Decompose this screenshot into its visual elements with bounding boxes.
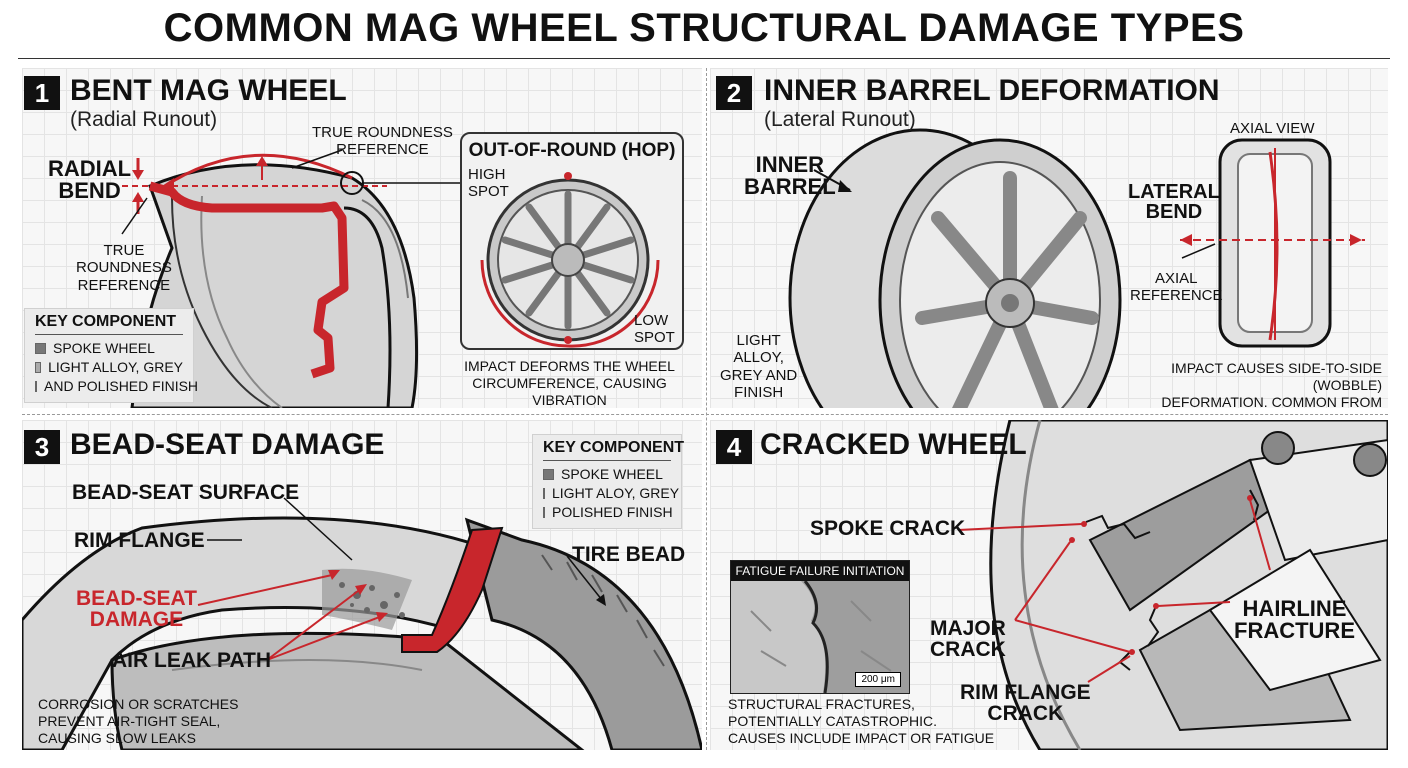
- bead-seat-illustration: [22, 497, 702, 750]
- panel-bent-mag-wheel: 1 BENT MAG WHEEL (Radial Runout) RADIAL …: [22, 68, 702, 408]
- inner-barrel-label: INNER BARREL: [744, 152, 836, 199]
- panel-number: 2: [716, 76, 752, 110]
- tire-bead-label: TIRE BEAD: [572, 543, 686, 566]
- panel-inner-barrel-deformation: 2 INNER BARREL DEFORMATION (Lateral Runo…: [710, 68, 1388, 408]
- legend-swatch: [543, 469, 554, 480]
- panel-title: BENT MAG WHEEL: [70, 74, 347, 107]
- panel-title: BEAD-SEAT DAMAGE: [70, 428, 385, 461]
- page-title: COMMON MAG WHEEL STRUCTURAL DAMAGE TYPES: [163, 6, 1245, 50]
- low-spot-label: LOW SPOT: [634, 312, 675, 347]
- panel-title: INNER BARREL DEFORMATION: [764, 74, 1220, 107]
- panel-number: 3: [24, 430, 60, 464]
- bead-seat-damage-label: BEAD-SEAT DAMAGE: [76, 587, 197, 631]
- fatigue-micrograph: FATIGUE FAILURE INITIATION 200 μm: [730, 560, 910, 694]
- axial-view-label: AXIAL VIEW: [1230, 120, 1315, 137]
- rim-flange-crack-label: RIM FLANGE CRACK: [960, 681, 1091, 725]
- vertical-divider: [706, 68, 707, 750]
- true-roundness-reference-label-left: TRUE ROUNDNESS REFERENCE: [76, 242, 172, 294]
- micrograph-title: FATIGUE FAILURE INITIATION: [735, 564, 905, 578]
- panel-number: 4: [716, 430, 752, 464]
- panel-subtitle: (Radial Runout): [70, 108, 218, 131]
- radial-bend-label: RADIAL BEND: [48, 156, 132, 203]
- barrel-wheel-illustration: [788, 128, 1365, 408]
- high-spot-label: HIGH SPOT: [468, 166, 509, 201]
- panel-caption: IMPACT CAUSES SIDE-TO-SIDE (WOBBLE) DEFO…: [1161, 360, 1382, 408]
- legend-item: LIGHT ALOY, GREY: [543, 484, 679, 503]
- legend-swatch: [35, 381, 37, 392]
- panel-title: CRACKED WHEEL: [760, 428, 1027, 461]
- lateral-bend-label: LATERAL BEND: [1128, 181, 1220, 223]
- legend-item: LIGHT ALLOY, GREY: [35, 358, 183, 377]
- panel-subtitle: (Lateral Runout): [764, 108, 916, 131]
- inset-title: OUT-OF-ROUND (HOP): [468, 140, 676, 161]
- panel-caption: CORROSION OR SCRATCHES PREVENT AIR-TIGHT…: [38, 696, 239, 746]
- horizontal-divider: [22, 414, 1388, 415]
- rim-flange-label: RIM FLANGE: [74, 529, 205, 552]
- legend-item: AND POLISHED FINISH: [35, 377, 198, 396]
- bead-seat-surface-label: BEAD-SEAT SURFACE: [72, 481, 300, 504]
- air-leak-path-label: AIR LEAK PATH: [112, 649, 272, 672]
- legend-swatch: [35, 343, 46, 354]
- panel-number: 1: [24, 76, 60, 110]
- major-crack-label: MAJOR CRACK: [930, 617, 1006, 661]
- legend-swatch: [35, 362, 42, 373]
- legend-item: SPOKE WHEEL: [543, 465, 671, 484]
- cracked-wheel-illustration: [957, 420, 1388, 750]
- legend-heading: KEY COMPONENT: [543, 439, 684, 461]
- legend-heading: KEY COMPONENT: [35, 313, 183, 335]
- legend-swatch: [543, 507, 545, 518]
- panel-bead-seat-damage: 3 BEAD-SEAT DAMAGE BEAD-SEAT SURFACE RIM…: [22, 420, 702, 750]
- out-of-round-inset: OUT-OF-ROUND (HOP) HIGH SPOT LOW SPO: [460, 132, 684, 350]
- spoke-crack-label: SPOKE CRACK: [810, 517, 966, 540]
- legend-item: SPOKE WHEEL: [35, 339, 183, 358]
- bent-wheel-illustration: [121, 149, 460, 408]
- legend-item: POLISHED FINISH: [543, 503, 673, 522]
- panel-caption: STRUCTURAL FRACTURES, POTENTIALLY CATAST…: [728, 696, 995, 746]
- axial-reference-label: AXIAL REFERENCE: [1130, 270, 1223, 305]
- light-alloy-label: LIGHT ALLOY, GREY AND FINISH: [720, 332, 798, 401]
- true-roundness-reference-label: TRUE ROUNDNESS REFERENCE: [312, 124, 453, 159]
- panel-caption: IMPACT DEFORMS THE WHEEL CIRCUMFERENCE, …: [464, 358, 675, 408]
- out-of-round-wheel-icon: [480, 172, 660, 348]
- scale-bar: 200 μm: [855, 672, 901, 687]
- hairline-fracture-label: HAIRLINE FRACTURE: [1234, 596, 1355, 643]
- legend-swatch: [543, 488, 545, 499]
- key-component-legend: KEY COMPONENT SPOKE WHEEL LIGHT ALLOY, G…: [24, 308, 198, 403]
- title-rule: [18, 58, 1390, 59]
- panel-cracked-wheel: 4 CRACKED WHEEL SPOKE CRACK MAJOR CRACK …: [710, 420, 1388, 750]
- key-component-legend: KEY COMPONENT SPOKE WHEEL LIGHT ALOY, GR…: [532, 434, 684, 529]
